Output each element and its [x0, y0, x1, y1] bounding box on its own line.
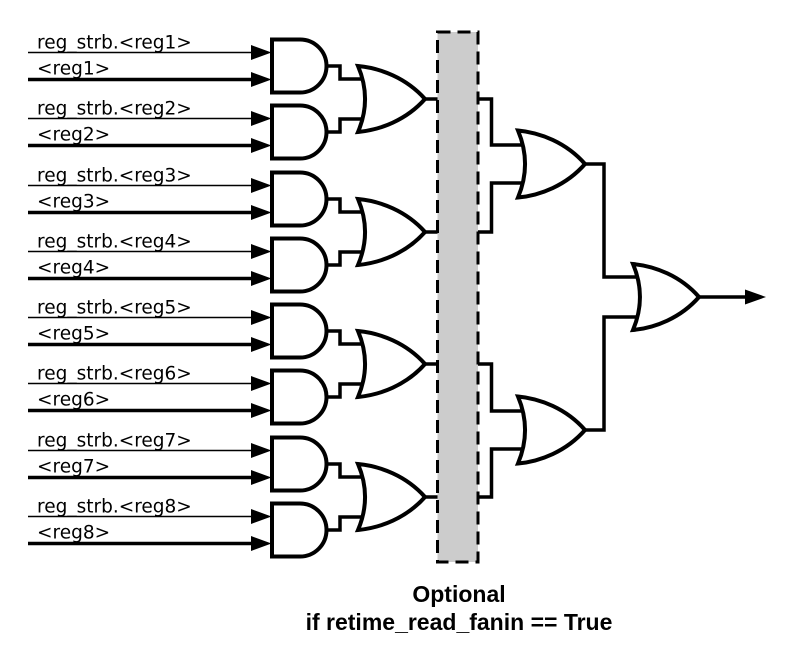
and-gate-4 — [270, 236, 329, 294]
and-gate-7 — [270, 435, 329, 493]
and-gate-3 — [270, 170, 329, 228]
input-arrowhead-strobe-8 — [251, 509, 272, 524]
and-gate-1 — [270, 37, 329, 95]
input-arrowhead-strobe-4 — [251, 244, 272, 259]
input-arrowhead-value-5 — [251, 337, 272, 352]
labels-layer: reg_strb.<reg1> <reg1> reg_strb.<reg2> <… — [37, 33, 612, 636]
input-arrowhead-strobe-5 — [251, 310, 272, 325]
and-out-wire-2 — [326, 117, 372, 134]
and-gate-6 — [270, 368, 329, 426]
and-out-wire-6 — [326, 382, 372, 399]
value-label-6: <reg6> — [37, 390, 110, 411]
and-out-wire-1 — [326, 64, 372, 81]
value-label-4: <reg4> — [37, 258, 110, 279]
or-gate-l2-top — [514, 128, 588, 200]
value-label-1: <reg1> — [37, 59, 110, 80]
and-gate-8 — [270, 501, 329, 559]
input-arrowhead-strobe-1 — [251, 45, 272, 60]
gates-layer — [270, 37, 702, 559]
strobe-label-2: reg_strb.<reg2> — [37, 99, 192, 120]
input-arrowhead-value-2 — [251, 138, 272, 153]
strobe-label-5: reg_strb.<reg5> — [37, 298, 192, 319]
strobe-label-3: reg_strb.<reg3> — [37, 166, 192, 187]
value-label-7: <reg7> — [37, 457, 110, 478]
strobe-label-8: reg_strb.<reg8> — [37, 497, 192, 518]
input-arrowhead-strobe-6 — [251, 376, 272, 391]
and-gate-5 — [270, 302, 329, 360]
input-arrowhead-strobe-7 — [251, 443, 272, 458]
arrowheads-layer — [251, 45, 766, 551]
caption-line-2: if retime_read_fanin == True — [306, 609, 613, 635]
or-gate-l1-4 — [354, 461, 428, 533]
input-arrowhead-strobe-3 — [251, 178, 272, 193]
and-out-wire-7 — [326, 462, 372, 479]
strobe-label-6: reg_strb.<reg6> — [37, 364, 192, 385]
or-gate-l1-1 — [354, 63, 428, 135]
and-out-wire-8 — [326, 515, 372, 532]
input-arrowhead-value-3 — [251, 205, 272, 220]
caption-line-1: Optional — [412, 581, 505, 607]
input-arrowhead-strobe-2 — [251, 111, 272, 126]
or-l2-out-wire-top — [585, 162, 645, 279]
and-out-wire-3 — [326, 197, 372, 214]
and-out-wire-4 — [326, 250, 372, 267]
strobe-label-4: reg_strb.<reg4> — [37, 232, 192, 253]
and-gate-2 — [270, 103, 329, 161]
input-arrowhead-value-1 — [251, 72, 272, 87]
input-arrowhead-value-6 — [251, 403, 272, 418]
value-label-8: <reg8> — [37, 523, 110, 544]
value-label-2: <reg2> — [37, 125, 110, 146]
input-arrowhead-value-8 — [251, 536, 272, 551]
or-gate-final — [629, 261, 702, 333]
output-arrowhead — [745, 289, 766, 305]
or-gate-l2-bottom — [514, 394, 588, 466]
strobe-label-1: reg_strb.<reg1> — [37, 33, 192, 54]
and-out-wire-5 — [326, 329, 372, 346]
or-gate-l1-2 — [354, 196, 428, 268]
value-label-3: <reg3> — [37, 192, 110, 213]
wires-layer — [28, 51, 748, 546]
strobe-label-7: reg_strb.<reg7> — [37, 431, 192, 452]
input-arrowhead-value-7 — [251, 470, 272, 485]
input-arrowhead-value-4 — [251, 271, 272, 286]
optional-retime-box — [436, 30, 480, 564]
or-l2-out-wire-bottom — [585, 315, 645, 432]
or-gate-l1-3 — [354, 328, 428, 400]
value-label-5: <reg5> — [37, 324, 110, 345]
